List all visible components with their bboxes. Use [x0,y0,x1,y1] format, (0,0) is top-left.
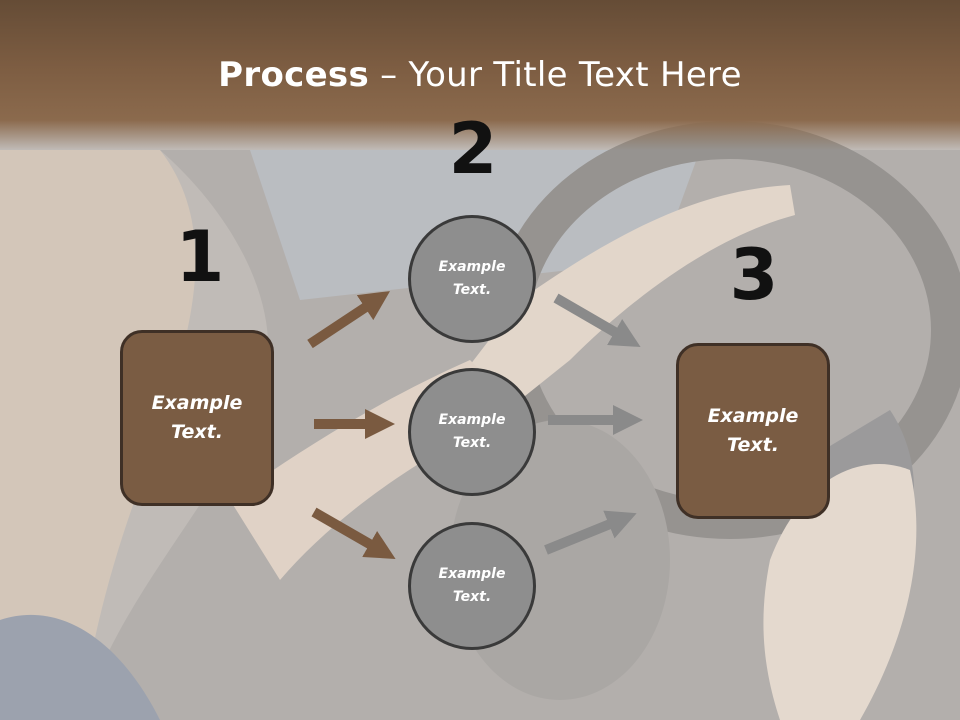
step-1-label: Example Text. [151,392,243,443]
middle-circle-2-label: Example Text. [438,412,506,451]
step-number-1: 1 [175,216,225,298]
arrow-circle1-to-step3 [553,293,641,348]
step-3-label: Example Text. [707,405,799,456]
arrow-step1-to-circle3 [311,507,396,559]
arrow-step1-to-circle1 [307,291,391,349]
step-1-box: Example Text. [120,330,274,506]
title-rest: – Your Title Text Here [369,55,742,95]
step-number-3: 3 [729,234,779,316]
middle-circle-1-label: Example Text. [438,259,506,298]
arrow-circle3-to-step3 [544,510,637,555]
middle-circle-3-label: Example Text. [438,566,506,605]
title-band [0,0,960,150]
step-3-box: Example Text. [676,343,830,519]
slide-title: Process – Your Title Text Here [0,52,960,98]
middle-circle-2: Example Text. [408,368,536,496]
middle-circle-1: Example Text. [408,215,536,343]
step-number-2: 2 [448,108,498,190]
middle-circle-3: Example Text. [408,522,536,650]
title-bold: Process [218,55,370,95]
